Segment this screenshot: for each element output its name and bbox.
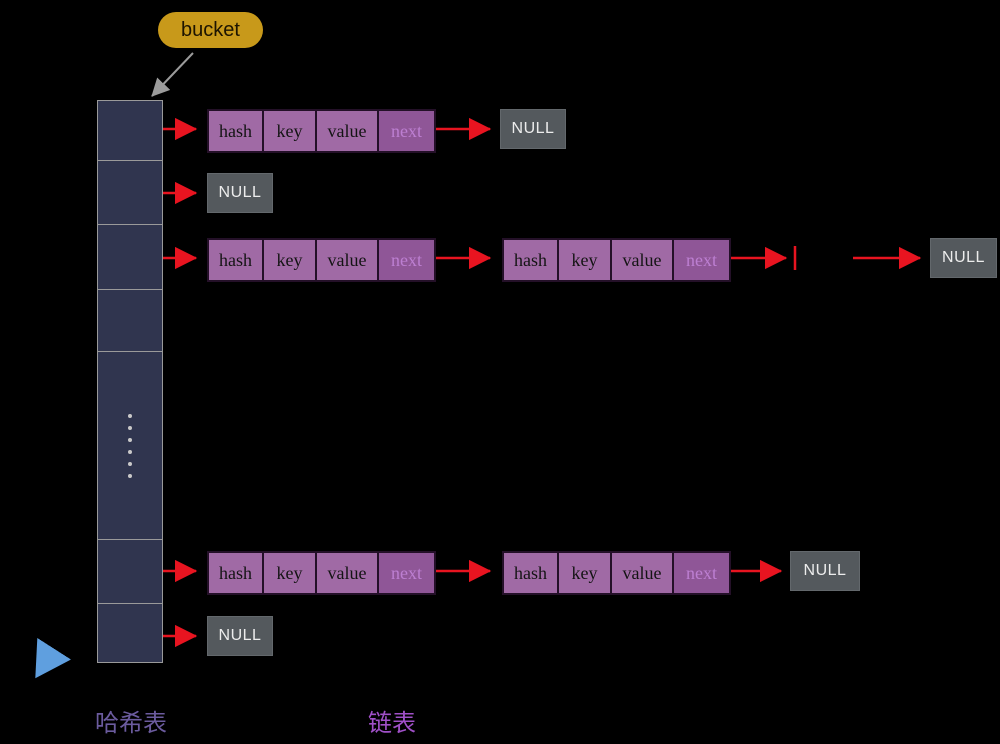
bucket-cell [98,604,162,662]
null-box: NULL [790,551,860,591]
next-cell: next [379,111,434,151]
bucket-cell [98,290,162,352]
hash-cell: hash [209,240,264,280]
vertical-ellipsis [128,413,132,478]
list-node: hash key value next [207,551,436,595]
value-cell: value [317,111,379,151]
next-cell: next [674,553,729,593]
key-cell: key [264,111,317,151]
bucket-cell [98,161,162,225]
next-cell: next [379,553,434,593]
bucket-pointer-arrow [151,52,194,97]
bucket-array [97,100,163,663]
value-cell: value [612,240,674,280]
list-node: hash key value next [207,238,436,282]
null-box: NULL [207,173,273,213]
null-box: NULL [930,238,997,278]
hash-cell: hash [209,553,264,593]
null-box: NULL [207,616,273,656]
linked-list-label: 链表 [368,709,416,737]
hash-table-label: 哈希表 [95,709,167,737]
bucket-cell [98,101,162,161]
value-cell: value [612,553,674,593]
value-cell: value [317,240,379,280]
key-cell: key [559,553,612,593]
hash-cell: hash [209,111,264,151]
bucket-callout: bucket [158,12,263,48]
hash-cell: hash [504,553,559,593]
key-cell: key [559,240,612,280]
list-node: hash key value next [207,109,436,153]
hash-cell: hash [504,240,559,280]
key-cell: key [264,240,317,280]
key-cell: key [264,553,317,593]
bucket-cell-ellipsis [98,352,162,540]
next-cell: next [674,240,729,280]
bucket-cell [98,540,162,604]
list-node: hash key value next [502,551,731,595]
null-box: NULL [500,109,566,149]
list-node: hash key value next [502,238,731,282]
bucket-cell [98,225,162,290]
next-cell: next [379,240,434,280]
cursor-arrow-icon [35,637,72,679]
value-cell: value [317,553,379,593]
